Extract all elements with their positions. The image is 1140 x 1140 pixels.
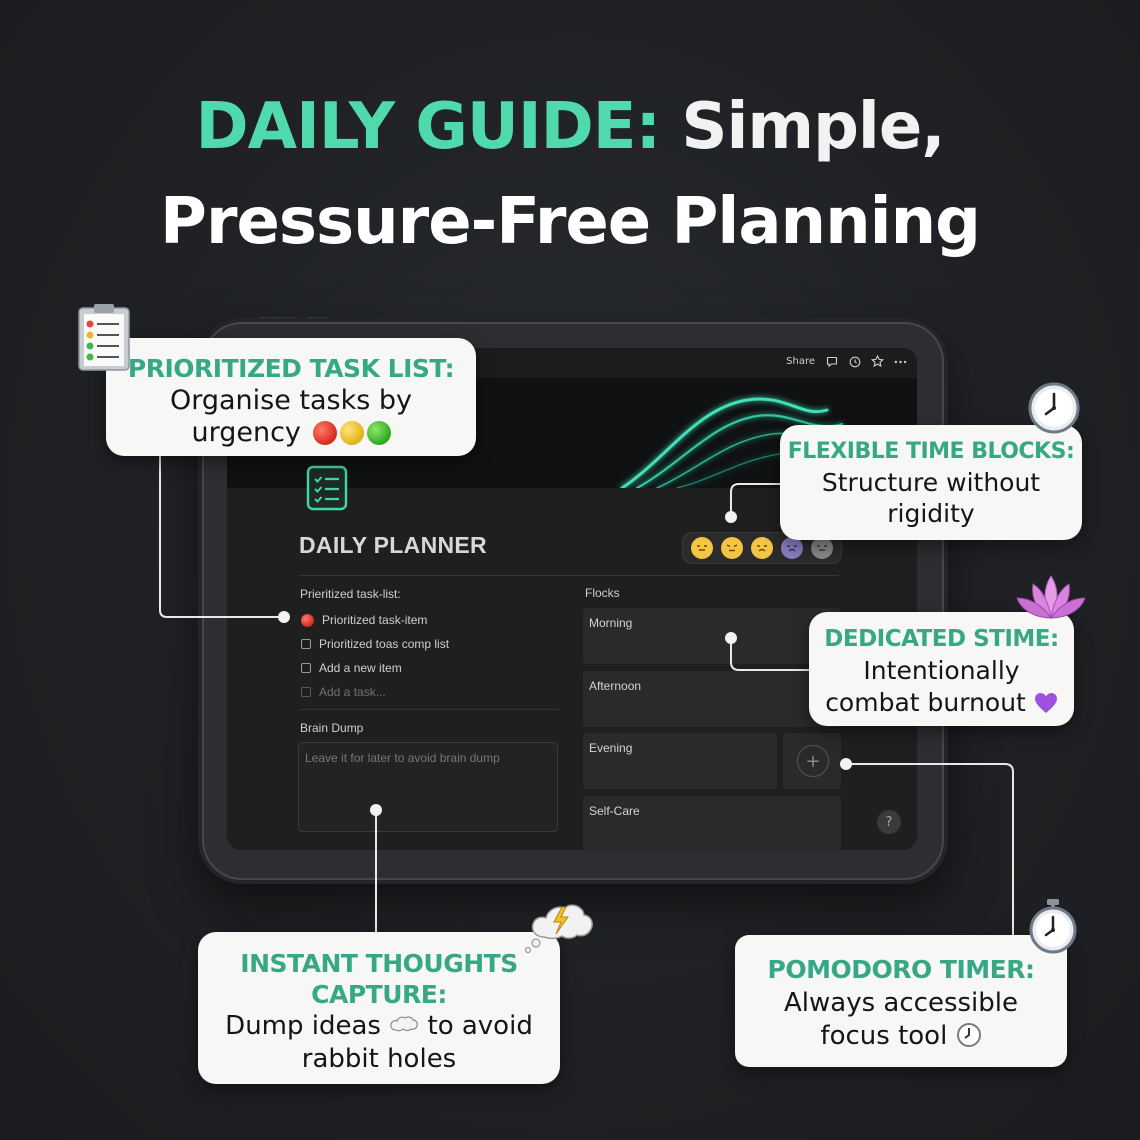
checkbox[interactable] (301, 639, 311, 649)
callout-title: DEDICATED STIME: (824, 626, 1059, 652)
callout-title: INSTANT THOUGHTS (240, 949, 518, 978)
comment-icon[interactable] (825, 355, 838, 368)
blocks-label: Flocks (585, 586, 620, 600)
star-icon[interactable] (871, 355, 884, 368)
callout-line: rigidity (887, 499, 975, 528)
time-block-self-care[interactable]: Self-Care (583, 796, 841, 850)
time-block-evening[interactable]: Evening (583, 733, 777, 789)
callout-line-text: Dump ideas (225, 1011, 381, 1041)
help-button[interactable]: ? (877, 810, 901, 834)
headline-line-1: DAILY GUIDE: Simple, (0, 95, 1140, 159)
pomodoro-widget: + (783, 733, 841, 789)
callout-line: Intentionally (863, 656, 1020, 685)
callout-line: urgency (106, 417, 476, 449)
task-item[interactable]: Add a new item (301, 661, 402, 675)
time-block-label: Afternoon (589, 679, 642, 693)
checkbox[interactable] (301, 663, 311, 673)
tablet-button (258, 317, 298, 322)
more-icon[interactable] (894, 355, 907, 368)
time-block-label: Evening (589, 741, 633, 755)
add-task-item[interactable]: Add a task... (301, 685, 386, 699)
red-circle-icon (312, 421, 337, 445)
callout-line: combat burnout (809, 687, 1074, 719)
time-block-label: Morning (589, 616, 633, 630)
task-item-label: Add a task... (319, 685, 386, 699)
divider (299, 709, 559, 710)
callout-line: Always accessible (784, 988, 1018, 1018)
callout-line-text: to avoid (427, 1011, 533, 1041)
time-block-morning[interactable]: Morning (583, 608, 841, 664)
task-item-label: Add a new item (319, 661, 402, 675)
headline-accent: DAILY GUIDE: (195, 90, 661, 164)
clock-icon (1028, 382, 1080, 438)
storm-cloud-icon (522, 893, 594, 959)
callout-line: rabbit holes (301, 1044, 457, 1074)
callout-task-list: PRIORITIZED TASK LIST: Organise tasks by… (106, 338, 476, 456)
pomodoro-start-button[interactable]: + (797, 745, 829, 777)
callout-line-text: combat burnout (825, 688, 1026, 717)
brain-dump-label: Brain Dump (300, 721, 364, 735)
headline-line-2: Pressure-Free Planning (160, 185, 981, 259)
page-title: DAILY PLANNER (299, 532, 487, 558)
tablet-button (306, 317, 328, 322)
callout-title: FLEXIBLE TIME BLOCKS: (787, 439, 1075, 464)
unamused-face-icon[interactable] (751, 537, 773, 559)
neutral-face-icon[interactable] (721, 537, 743, 559)
stopwatch-icon (1028, 898, 1078, 958)
task-list-label: Prieritized task-list: (300, 587, 401, 601)
brain-dump-input[interactable]: Leave it for later to avoid brain dump (298, 742, 558, 832)
purple-face-icon[interactable] (781, 537, 803, 559)
green-circle-icon (366, 421, 391, 445)
callout-line: Organise tasks by (169, 385, 413, 416)
gray-face-icon[interactable] (811, 537, 833, 559)
divider (299, 575, 839, 576)
callout-title: PRIORITIZED TASK LIST: (127, 354, 455, 383)
purple-heart-icon (1034, 693, 1057, 713)
callout-pomodoro: POMODORO TIMER: Always accessible focus … (735, 935, 1067, 1067)
checklist-icon (306, 465, 348, 511)
expressionless-face-icon[interactable] (691, 537, 713, 559)
callout-thoughts: INSTANT THOUGHTS CAPTURE: Dump ideas to … (198, 932, 560, 1084)
thought-bubble-icon (390, 1016, 419, 1032)
checkbox[interactable] (301, 687, 311, 697)
callout-stime: DEDICATED STIME: Intentionally combat bu… (809, 612, 1074, 726)
callout-line-text: focus tool (820, 1021, 948, 1051)
yellow-circle-icon (339, 421, 364, 445)
clock-icon[interactable] (848, 355, 861, 368)
task-item-label: Prioritized task-item (322, 613, 428, 627)
lotus-icon (1015, 572, 1087, 628)
share-button[interactable]: Share (786, 356, 815, 367)
callout-line: Structure without (821, 468, 1041, 497)
clock-icon (956, 1023, 981, 1047)
task-item[interactable]: Prioritized toas comp list (301, 637, 449, 651)
task-item-label: Prioritized toas comp list (319, 637, 450, 651)
red-circle-icon (301, 613, 314, 627)
callout-time-blocks: FLEXIBLE TIME BLOCKS: Structure without … (780, 425, 1082, 540)
callout-line: focus tool (735, 1020, 1067, 1053)
callout-title: POMODORO TIMER: (767, 955, 1035, 984)
headline-rest: Simple, (660, 90, 945, 164)
task-item[interactable]: Prioritized task-item (301, 613, 427, 627)
time-block-afternoon[interactable]: Afternoon (583, 671, 841, 727)
time-block-label: Self-Care (589, 804, 640, 818)
callout-line-text: urgency (191, 417, 301, 448)
callout-line: Dump ideas to avoid (198, 1010, 560, 1043)
clipboard-icon (77, 302, 131, 376)
callout-title: CAPTURE: (311, 980, 447, 1009)
